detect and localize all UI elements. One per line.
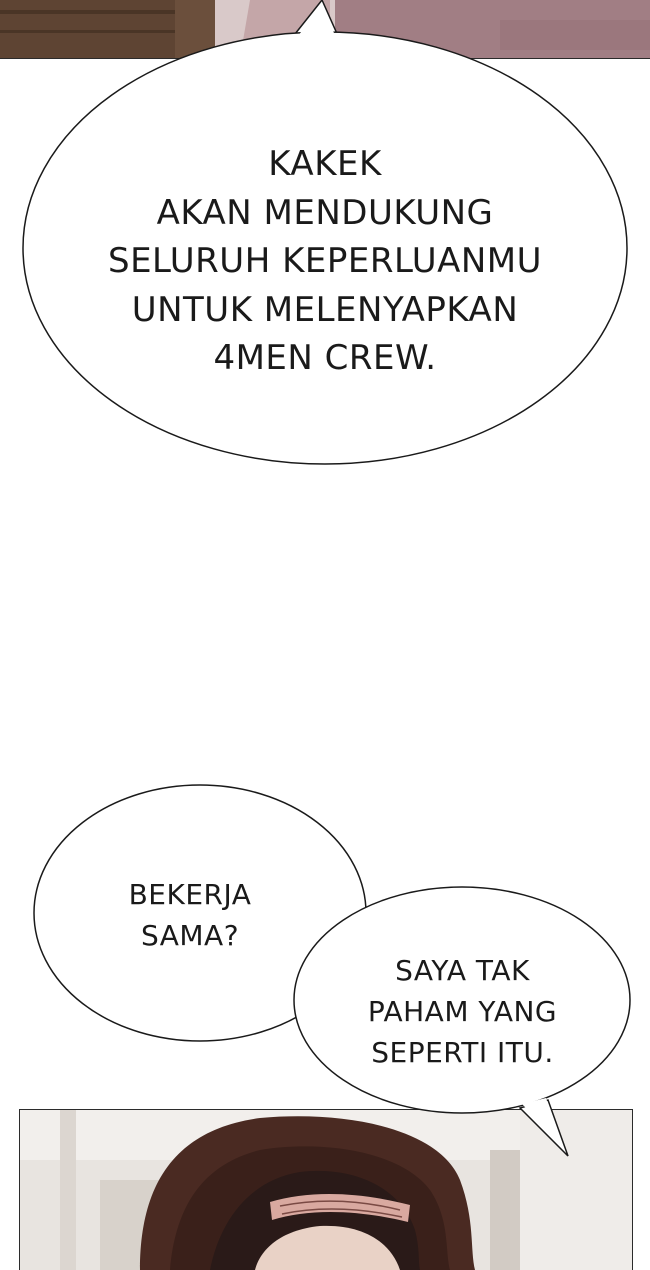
bubble-1-line: SELURUH KEPERLUANMU [107, 241, 543, 281]
bubble-3-line: SAYA TAK [395, 954, 530, 987]
bubble-1-line: KAKEK [268, 144, 382, 184]
bubble-3-line: PAHAM YANG [367, 995, 558, 1028]
bubble-1-line: UNTUK MELENYAPKAN [131, 289, 519, 330]
bubble-2-line: BEKERJA [128, 878, 252, 911]
bubble-3-text: SAYA TAK PAHAM YANG SEPERTI ITU. [330, 950, 595, 1073]
bubble-2-line: SAMA? [140, 919, 240, 952]
top-comic-panel [0, 0, 650, 59]
bubble-1-text: KAKEK AKAN MENDUKUNG SELURUH KEPERLUANMU… [60, 140, 590, 383]
bubble-2-text: BEKERJA SAMA? [80, 874, 300, 956]
bottom-comic-panel [19, 1109, 633, 1270]
bubble-1-line: AKAN MENDUKUNG [156, 192, 494, 233]
top-panel-art [0, 0, 650, 58]
bubble-3-line: SEPERTI ITU. [371, 1036, 554, 1069]
bubble-1-line: 4MEN CREW. [213, 338, 437, 378]
hooded-figure-art [20, 1110, 632, 1270]
